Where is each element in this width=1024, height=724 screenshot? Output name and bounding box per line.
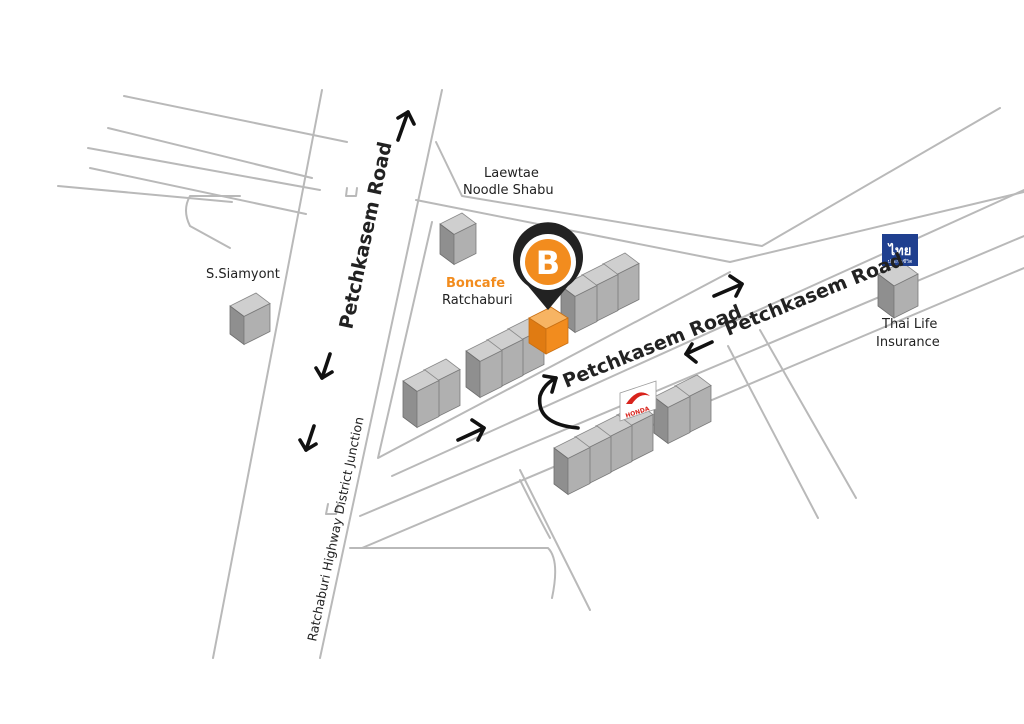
laewtae-label-line2: Noodle Shabu bbox=[463, 183, 554, 198]
boncafe-map-pin-icon: B bbox=[513, 222, 583, 310]
road-network bbox=[57, 89, 1024, 659]
honda-logo: HONDA bbox=[619, 380, 657, 422]
arrow-northeast-icon bbox=[456, 418, 486, 442]
building-face bbox=[479, 349, 503, 399]
building-cube bbox=[229, 292, 271, 346]
building-face bbox=[567, 446, 591, 496]
building-face bbox=[453, 222, 477, 266]
boncafe-label-city: Ratchaburi bbox=[442, 293, 513, 308]
road-label-petchkasem-vertical: Petchkasem Road bbox=[335, 140, 396, 331]
building-face bbox=[893, 273, 919, 319]
building-blocks bbox=[229, 212, 919, 496]
building-face bbox=[416, 379, 440, 429]
building-face bbox=[574, 284, 598, 334]
arrow-northeast-icon bbox=[712, 274, 744, 298]
thai-life-label-line2: Insurance bbox=[876, 335, 940, 350]
building-cube bbox=[439, 212, 477, 266]
thai-life-label-line1: Thai Life bbox=[881, 317, 937, 332]
direction-arrows bbox=[298, 110, 744, 452]
building-face bbox=[243, 302, 271, 346]
building-cube bbox=[653, 385, 691, 445]
boncafe-logo-letter: B bbox=[536, 244, 560, 282]
thai-life-logo-text: ไทย bbox=[887, 242, 912, 259]
arrow-south-icon bbox=[298, 424, 318, 452]
u-turn-arrow-icon bbox=[537, 374, 580, 430]
building-face bbox=[667, 395, 691, 445]
building-cube bbox=[877, 261, 919, 319]
arrow-north-icon bbox=[396, 110, 416, 142]
building-cube bbox=[465, 339, 503, 399]
siamyont-label: S.Siamyont bbox=[206, 267, 280, 282]
thai-life-logo: ไทย ประกันชีวิต bbox=[882, 234, 918, 266]
laewtae-label-line1: Laewtae bbox=[484, 166, 539, 181]
boncafe-building bbox=[528, 306, 569, 355]
arrow-south-icon bbox=[314, 352, 334, 380]
thai-life-logo-subtext: ประกันชีวิต bbox=[888, 258, 912, 265]
boncafe-label-name: Boncafe bbox=[446, 276, 505, 291]
road-label-junction: Ratchaburi Highway District Junction bbox=[304, 415, 366, 642]
building-cube bbox=[553, 436, 591, 496]
building-cube bbox=[402, 369, 440, 429]
arrow-southwest-icon bbox=[684, 340, 714, 364]
